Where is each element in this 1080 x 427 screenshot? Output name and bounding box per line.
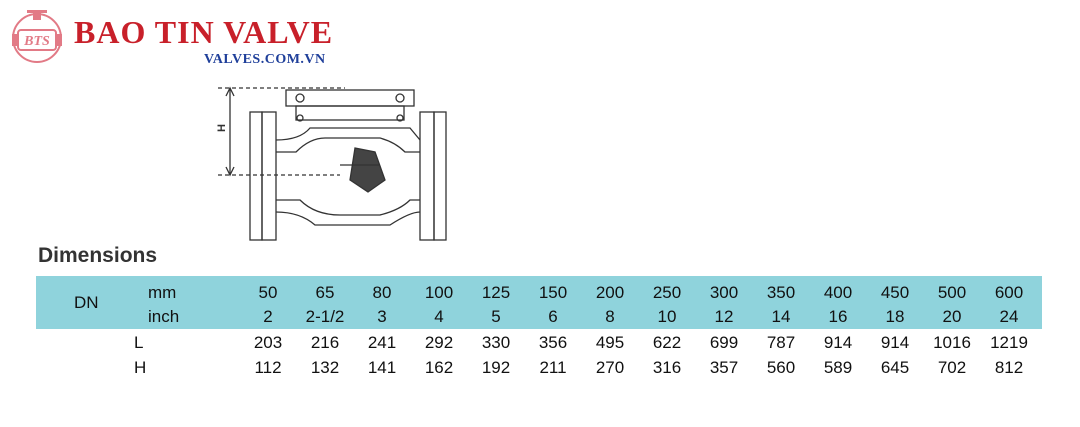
mm-cell: 600	[994, 283, 1024, 302]
inch-cell: 14	[771, 307, 791, 326]
l-cell: 787	[766, 333, 796, 352]
mm-cell: 50	[258, 283, 278, 302]
l-cell: 356	[538, 333, 568, 352]
mm-cell: 450	[880, 283, 910, 302]
l-cell: 1016	[933, 333, 971, 352]
h-cell: 162	[424, 358, 454, 377]
inch-cell: 4	[434, 307, 444, 326]
inch-cell: 20	[942, 307, 962, 326]
h-cell: 270	[595, 358, 625, 377]
mm-cell: 150	[538, 283, 568, 302]
inch-label: inch	[148, 307, 180, 326]
h-label: H	[134, 358, 147, 377]
mm-cell: 400	[823, 283, 853, 302]
dimension-h-label: H	[216, 124, 228, 132]
l-cell: 1219	[990, 333, 1028, 352]
h-cell: 357	[709, 358, 739, 377]
l-cell: 914	[880, 333, 910, 352]
h-cell: 702	[937, 358, 967, 377]
brand-title: BAO TIN VALVE	[74, 14, 334, 50]
inch-cell: 10	[657, 307, 677, 326]
inch-cell: 2	[263, 307, 273, 326]
valve-drawing: H	[216, 86, 447, 241]
l-cell: 330	[481, 333, 511, 352]
mm-cell: 65	[315, 283, 335, 302]
l-cell: 495	[595, 333, 625, 352]
l-cell: 622	[652, 333, 682, 352]
mm-cell: 200	[595, 283, 625, 302]
l-cell: 699	[709, 333, 739, 352]
mm-cell: 125	[481, 283, 511, 302]
inch-cell: 2-1/2	[305, 307, 345, 326]
inch-cell: 16	[828, 307, 848, 326]
l-cell: 203	[253, 333, 283, 352]
mm-cell: 350	[766, 283, 796, 302]
mm-cell: 100	[424, 283, 454, 302]
h-cell: 589	[823, 358, 853, 377]
h-cell: 645	[880, 358, 910, 377]
table-header-band	[36, 276, 1042, 329]
dn-label: DN	[74, 293, 99, 312]
l-cell: 216	[310, 333, 340, 352]
mm-cell: 80	[372, 283, 392, 302]
l-cell: 292	[424, 333, 454, 352]
inch-cell: 18	[885, 307, 905, 326]
l-label: L	[134, 333, 144, 352]
inch-cell: 24	[999, 307, 1019, 326]
mm-label: mm	[148, 283, 177, 302]
inch-cell: 5	[491, 307, 501, 326]
h-cell: 316	[652, 358, 682, 377]
mm-cell: 500	[937, 283, 967, 302]
mm-cell: 300	[709, 283, 739, 302]
brand-url: VALVES.COM.VN	[204, 52, 326, 67]
mm-cell: 250	[652, 283, 682, 302]
brand-logo: BTS BAO TIN VALVE VALVES.COM.VN	[8, 8, 348, 68]
valve-logo-icon: BTS	[12, 10, 62, 63]
h-cell: 812	[994, 358, 1024, 377]
l-cell: 914	[823, 333, 853, 352]
inch-cell: 12	[714, 307, 734, 326]
section-title: Dimensions	[38, 244, 158, 267]
h-cell: 211	[539, 358, 567, 377]
h-cell: 560	[766, 358, 796, 377]
l-cell: 241	[367, 333, 397, 352]
inch-cell: 8	[605, 307, 615, 326]
h-cell: 192	[481, 358, 511, 377]
h-cell: 112	[254, 358, 282, 377]
logo-text: BTS	[23, 34, 50, 49]
h-cell: 141	[367, 358, 397, 377]
h-cell: 132	[310, 358, 340, 377]
inch-cell: 6	[548, 307, 558, 326]
inch-cell: 3	[377, 307, 387, 326]
